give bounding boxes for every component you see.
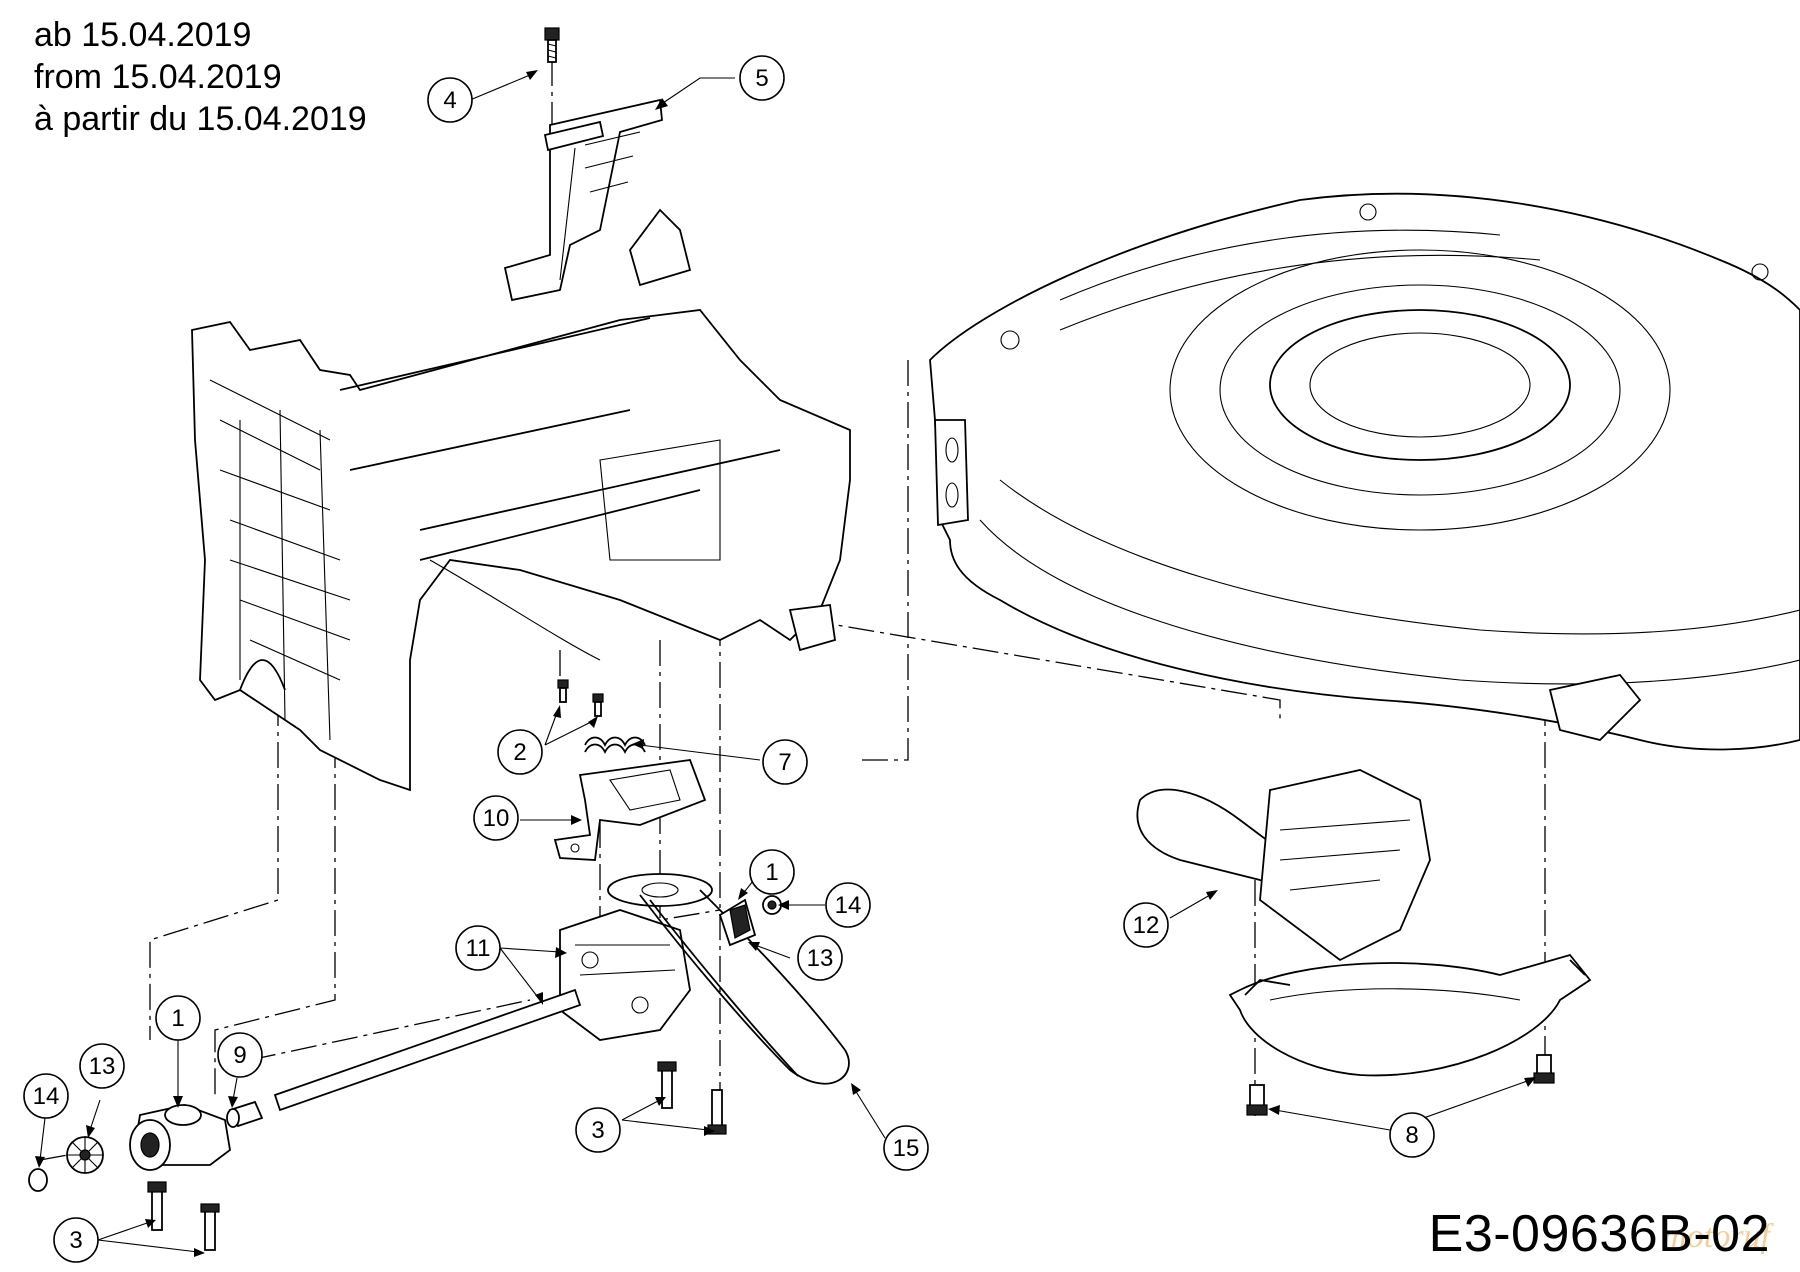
pinion-gear-part-13-left: [66, 1136, 104, 1174]
date-line-german: ab 15.04.2019: [34, 16, 252, 54]
drive-belt-part-15: [639, 889, 850, 1085]
callout-circle: [455, 925, 501, 971]
callout-4: 4: [427, 77, 473, 123]
callout-circle: [473, 795, 519, 841]
callout-circle: [427, 77, 473, 123]
bolts-part-8: [1246, 1054, 1555, 1116]
callout-number: 7: [778, 749, 791, 776]
callout-1: 1: [749, 849, 795, 895]
callout-10: 10: [473, 795, 519, 841]
callout-3: 3: [53, 1217, 99, 1263]
callout-number: 2: [513, 739, 526, 766]
callout-circle: [23, 1073, 69, 1119]
callout-8: 8: [1389, 1112, 1435, 1158]
watermark: motoruf: [1662, 1218, 1770, 1255]
callout-number: 3: [591, 1117, 604, 1144]
callout-circle: [739, 55, 785, 101]
callout-number: 3: [69, 1227, 82, 1254]
callout-circle: [762, 739, 808, 785]
callout-circle: [883, 1125, 929, 1171]
callout-circle: [1123, 902, 1169, 948]
screws-part-2: [557, 679, 604, 717]
callout-number: 8: [1405, 1122, 1418, 1149]
callout-number: 1: [765, 859, 778, 886]
screw-part-4: [544, 27, 560, 63]
transmission-gearbox-part-11: [559, 873, 713, 1041]
callout-number: 11: [466, 935, 491, 962]
mower-deck-housing: [929, 192, 1800, 751]
rear-discharge-chute-part-12: [1136, 769, 1592, 1077]
callout-12: 12: [1123, 902, 1169, 948]
callout-14: 14: [23, 1073, 69, 1119]
date-line-french: à partir du 15.04.2019: [34, 100, 367, 138]
callout-14: 14: [825, 882, 871, 928]
callout-number: 15: [893, 1135, 920, 1162]
callout-number: 13: [89, 1053, 116, 1080]
pinion-gear-part-13-right: [718, 898, 757, 947]
callout-number: 14: [835, 892, 862, 919]
rear-chassis-frame: [191, 208, 851, 792]
callout-circle: [575, 1107, 621, 1153]
callout-13: 13: [797, 935, 843, 981]
callout-1: 1: [155, 995, 201, 1041]
callout-number: 10: [483, 805, 510, 832]
callout-circle: [53, 1217, 99, 1263]
drive-axle: [273, 988, 582, 1112]
callout-number: 5: [755, 65, 768, 92]
callout-circle: [155, 995, 201, 1041]
callout-circle: [497, 729, 543, 775]
callout-circle: [825, 882, 871, 928]
callout-number: 12: [1133, 912, 1160, 939]
callout-number: 4: [443, 87, 456, 114]
callout-5: 5: [739, 55, 785, 101]
callout-number: 14: [33, 1083, 60, 1110]
callout-circle: [1389, 1112, 1435, 1158]
callout-circle: [749, 849, 795, 895]
washer-part-14-left: [28, 1168, 48, 1192]
sleeve-part-9: [226, 1100, 264, 1128]
bearing-housing-part-1-left: [129, 1104, 231, 1171]
callout-11: 11: [455, 925, 501, 971]
callout-3: 3: [575, 1107, 621, 1153]
lever-bracket-part-10: [553, 759, 707, 861]
callout-13: 13: [79, 1043, 125, 1089]
date-line-english: from 15.04.2019: [34, 58, 282, 96]
callout-circle: [797, 935, 843, 981]
callout-circle: [217, 1032, 263, 1078]
callout-number: 1: [171, 1005, 184, 1032]
callout-circle: [79, 1043, 125, 1089]
handle-bracket-part-5: [503, 98, 663, 302]
screws-part-3: [147, 1061, 727, 1251]
callout-number: 13: [807, 945, 834, 972]
callout-7: 7: [762, 739, 808, 785]
callout-number: 9: [233, 1042, 246, 1069]
validity-date-note: ab 15.04.2019 from 15.04.2019 à partir d…: [34, 14, 367, 140]
callout-9: 9: [217, 1032, 263, 1078]
callout-15: 15: [883, 1125, 929, 1171]
leader-lines: [35, 70, 1536, 1257]
callout-2: 2: [497, 729, 543, 775]
drawing-code: E3-09636B-02: [1428, 1205, 1770, 1263]
